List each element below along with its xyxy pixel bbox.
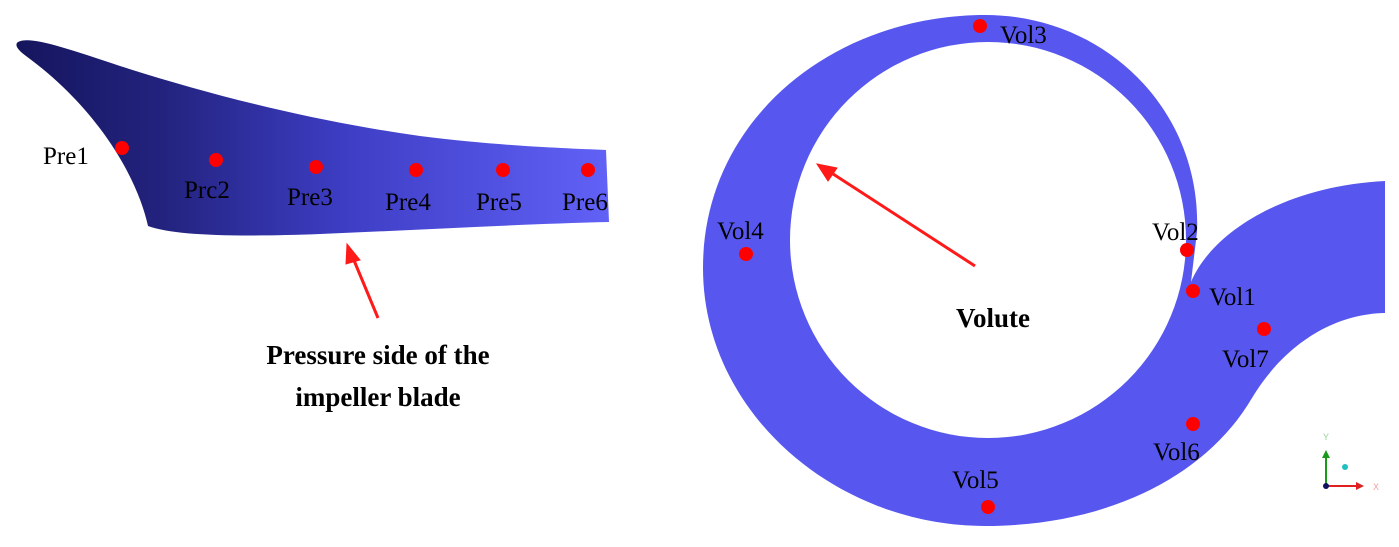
volute-inner-circle	[790, 42, 1186, 438]
blade-caption-line1: Pressure side of the	[266, 340, 489, 370]
marker-pre5	[496, 163, 510, 177]
axis-x-label: X	[1373, 482, 1379, 492]
label-vol1: Vol1	[1209, 284, 1256, 311]
label-vol2: Vol2	[1152, 219, 1199, 246]
marker-vol1	[1186, 284, 1200, 298]
marker-vol3	[973, 19, 987, 33]
marker-pre6	[581, 163, 595, 177]
marker-vol4	[739, 247, 753, 261]
volute-markers	[739, 19, 1271, 514]
marker-vol7	[1257, 322, 1271, 336]
axis-y-label: Y	[1323, 432, 1329, 442]
label-vol6: Vol6	[1153, 439, 1200, 466]
marker-pre3	[309, 160, 323, 174]
marker-vol6	[1186, 417, 1200, 431]
label-pre5: Pre5	[476, 189, 522, 216]
label-pre4: Pre4	[385, 189, 431, 216]
label-pre3: Pre3	[287, 184, 333, 211]
volute-caption: Volute	[956, 303, 1030, 333]
marker-vol2	[1180, 243, 1194, 257]
impeller-blade	[16, 40, 609, 236]
blade-markers	[115, 141, 595, 177]
axis-triad-icon: Y X	[1322, 432, 1379, 492]
blade-arrow	[345, 242, 380, 319]
volute-arrow	[815, 163, 976, 268]
marker-pre4	[409, 163, 423, 177]
label-vol4: Vol4	[717, 218, 764, 245]
blade-caption-line2: impeller blade	[295, 382, 460, 412]
marker-pre1	[115, 141, 129, 155]
label-pre2: Prc2	[184, 177, 230, 204]
label-vol5: Vol5	[952, 467, 999, 494]
label-pre1: Pre1	[43, 143, 89, 170]
marker-vol5	[981, 500, 995, 514]
label-pre6: Pre6	[562, 189, 608, 216]
label-vol7: Vol7	[1222, 346, 1269, 373]
marker-pre2	[209, 153, 223, 167]
label-vol3: Vol3	[1000, 22, 1047, 49]
